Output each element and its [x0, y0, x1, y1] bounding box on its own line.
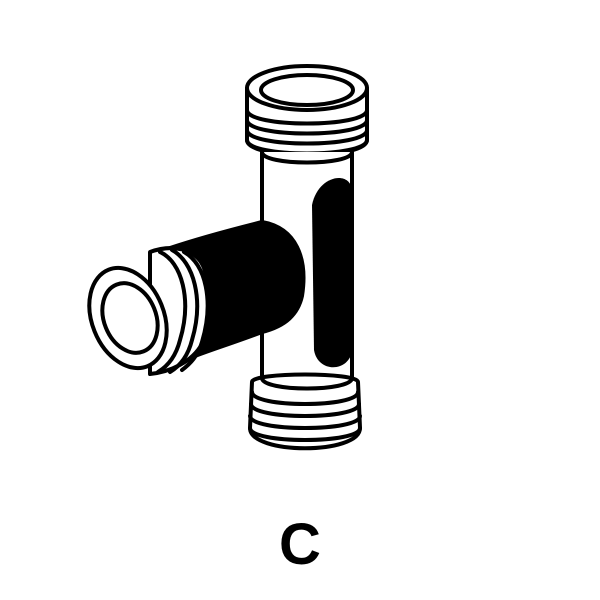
pipe-shadow-stripe — [312, 178, 352, 368]
bottom-threaded-end — [248, 372, 362, 451]
top-threaded-end — [245, 64, 369, 165]
figure-label: C — [279, 512, 321, 577]
side-threaded-end — [87, 246, 217, 376]
